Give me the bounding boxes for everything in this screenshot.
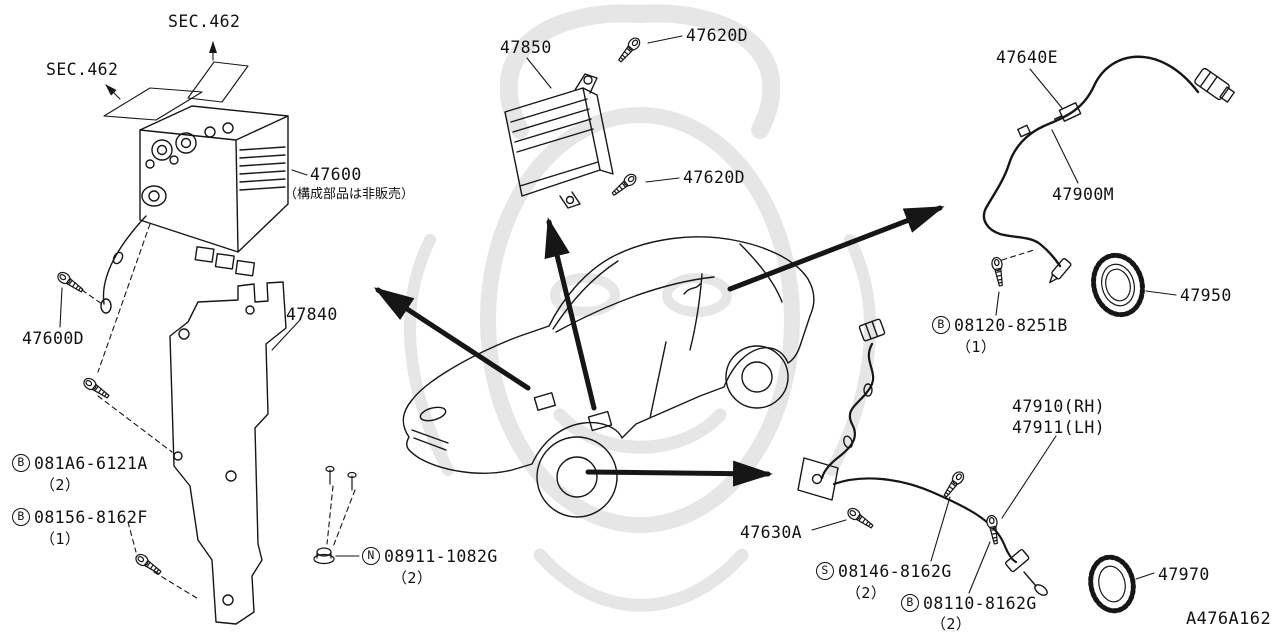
prefix-N-icon: N	[362, 546, 380, 565]
headlight	[419, 406, 447, 422]
label-47620D-top: 47620D	[686, 26, 749, 45]
qty-08156: （1）	[40, 530, 81, 548]
bolt-47600D	[57, 271, 84, 293]
label-47640E: 47640E	[996, 48, 1059, 67]
part-number: 08110-8162G	[923, 594, 1037, 613]
arrow-to-rear-sensor	[585, 460, 773, 487]
label-47620D-mid: 47620D	[683, 168, 746, 187]
front-wheel	[536, 436, 618, 518]
label-sec462-left: SEC.462	[46, 60, 119, 79]
part-number: 08120-8251B	[954, 316, 1068, 335]
rear-sensor-head	[1005, 549, 1030, 573]
fasteners	[57, 37, 1003, 575]
studs-08911	[325, 465, 357, 491]
rear-wheel	[725, 345, 789, 409]
diagram-code: A476A162	[1186, 609, 1272, 629]
rear-sensor-bracket	[797, 457, 839, 501]
front-sensor-head	[1049, 258, 1072, 284]
screw-47620D-mid	[611, 173, 637, 196]
abs-relay-in-car	[533, 392, 557, 411]
bolt-08120	[991, 256, 1003, 287]
label-47970: 47970	[1158, 565, 1210, 584]
module-upper-tab	[574, 73, 598, 94]
arrow-to-module	[544, 217, 597, 411]
front-sensor-harness-47900M	[982, 55, 1235, 284]
sensor-rotor-47950	[1091, 252, 1145, 318]
label-47600: 47600	[310, 165, 362, 184]
prefix-B-icon: B	[12, 453, 30, 472]
bolt-47630A	[847, 507, 874, 529]
arrow-to-front-sensor	[727, 205, 945, 292]
control-module-47850	[504, 73, 614, 209]
control-unit-in-car	[587, 410, 613, 432]
label-47850: 47850	[500, 38, 552, 57]
module-lower-tab	[559, 191, 581, 209]
qty-08120: （1）	[956, 338, 997, 356]
bolt-08156	[135, 553, 162, 575]
harness-clip-small	[1017, 124, 1031, 138]
rear-sensor-connector	[858, 318, 886, 342]
qty-081A6: （2）	[40, 476, 81, 494]
assembly-dashed-lines	[81, 223, 1035, 601]
label-47630A: 47630A	[740, 523, 803, 542]
screw-47620D-top	[618, 37, 641, 63]
qty-08911: （2）	[392, 569, 433, 587]
label-47900M: 47900M	[1052, 185, 1115, 204]
bolt-081A6	[83, 377, 110, 399]
label-sec462-top: SEC.462	[168, 12, 241, 31]
harness-clip-47640E	[1053, 102, 1082, 122]
prefix-B-icon: B	[12, 507, 30, 526]
arrow-to-actuator	[373, 287, 531, 391]
label-47600D: 47600D	[22, 329, 85, 348]
sensor-rotor-47970	[1088, 554, 1136, 614]
label-47600-note: （構成部品は非販売）	[284, 187, 415, 202]
pump-motor	[141, 185, 167, 207]
car-outline	[402, 236, 815, 518]
screw-08146	[943, 471, 965, 498]
rear-sensor-harness-47910	[797, 318, 1048, 596]
part-number: 08156-8162F	[34, 508, 148, 527]
qty-08110: （2）	[931, 615, 972, 633]
part-number: 081A6-6121A	[34, 454, 148, 473]
locator-arrows	[373, 205, 945, 487]
label-47950: 47950	[1180, 286, 1232, 305]
bracket-47840	[169, 281, 287, 625]
nut-08911	[313, 547, 335, 565]
label-47911-LH: 47911(LH)	[1012, 418, 1106, 437]
prefix-B-icon: B	[901, 593, 919, 612]
sec462-planes	[103, 41, 249, 121]
label-47840: 47840	[286, 305, 338, 324]
bolt-08110	[986, 514, 998, 545]
front-sensor-connector	[1194, 67, 1235, 103]
prefix-S-icon: S	[816, 561, 834, 580]
sec462-left-arrow	[105, 84, 121, 100]
abs-actuator-47600	[100, 105, 289, 314]
actuator-harness-wire	[102, 215, 147, 305]
watermark	[404, 4, 876, 612]
part-number: 08146-8162G	[838, 562, 952, 581]
leader-lines	[59, 35, 1177, 594]
prefix-B-icon: B	[932, 315, 950, 334]
label-47910-RH: 47910(RH)	[1012, 397, 1106, 416]
part-number: 08911-1082G	[384, 547, 498, 566]
qty-08146: （2）	[846, 584, 887, 602]
actuator-connectors	[194, 246, 256, 277]
